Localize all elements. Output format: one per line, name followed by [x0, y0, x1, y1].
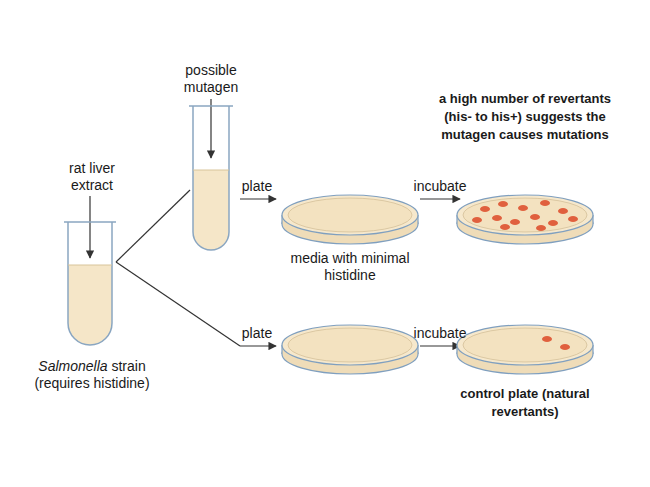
arrows	[90, 99, 460, 346]
arrow	[420, 345, 460, 346]
arrow	[420, 198, 460, 199]
step-label: plate	[227, 178, 287, 195]
step-label: incubate	[400, 178, 480, 195]
branch-line	[116, 190, 190, 262]
test-tube	[64, 222, 116, 345]
step-label: plate	[227, 325, 287, 342]
arrow	[240, 345, 276, 346]
result-note: a high number of revertants (his- to his…	[432, 90, 618, 144]
petri-dish	[282, 195, 418, 244]
strain-label: Salmonella strain (requires histidine)	[17, 358, 167, 392]
step-label: incubate	[400, 325, 480, 342]
petri-dish	[457, 325, 593, 374]
revertant-colonies	[472, 200, 578, 231]
arrow	[89, 196, 90, 258]
reagent-label: rat liver extract	[54, 160, 130, 194]
arrow	[240, 198, 276, 199]
test-tube	[189, 106, 233, 250]
arrow	[210, 99, 211, 158]
control-note: control plate (natural revertants)	[445, 385, 605, 421]
petri-dish	[457, 195, 593, 244]
branch-line	[116, 262, 240, 346]
media-label: media with minimal histidine	[275, 250, 425, 284]
petri-dish	[282, 325, 418, 374]
reagent-label: possible mutagen	[171, 62, 251, 96]
revertant-colonies	[542, 336, 570, 350]
